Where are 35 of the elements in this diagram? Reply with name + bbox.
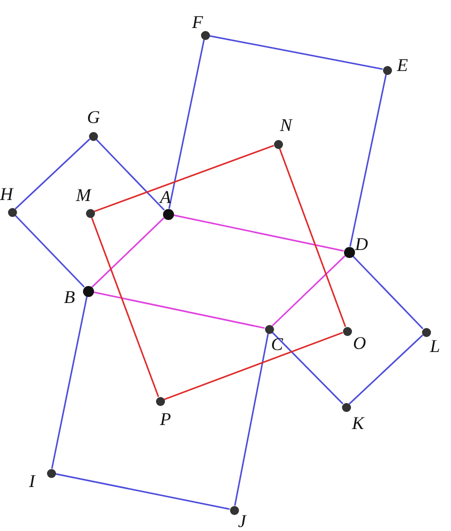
point-label: H (0, 185, 13, 203)
line-segment (94, 144, 274, 212)
line-segment (234, 333, 269, 506)
point-label: P (160, 410, 171, 428)
line-segment (164, 332, 344, 400)
line-segment (209, 35, 383, 70)
point-label: G (87, 108, 100, 126)
line-segment (96, 138, 165, 211)
point-label: E (397, 56, 408, 74)
line-segment (90, 216, 160, 398)
line-segment (14, 138, 90, 210)
point-label: N (280, 116, 292, 134)
line-segment (173, 214, 344, 252)
point-label: O (353, 334, 366, 352)
line-segment (51, 296, 88, 469)
line-segment (55, 473, 230, 510)
point-label: A (160, 188, 171, 206)
point-label: C (271, 335, 284, 353)
point-label: J (238, 512, 246, 530)
line-segment (349, 74, 387, 247)
point-label: K (352, 414, 364, 432)
line-segment (348, 334, 424, 404)
point-label: L (430, 337, 440, 355)
point-label: D (355, 235, 368, 253)
line-segment (91, 217, 165, 288)
line-segment (278, 148, 346, 328)
line-segment (168, 39, 205, 209)
line-segment (272, 332, 344, 404)
line-segment (352, 255, 424, 330)
point-label: M (76, 186, 91, 204)
line-segment (93, 291, 265, 329)
point-label: B (64, 288, 75, 306)
point-label: F (192, 13, 203, 31)
line-segment (14, 214, 85, 288)
point-label: I (29, 472, 35, 490)
